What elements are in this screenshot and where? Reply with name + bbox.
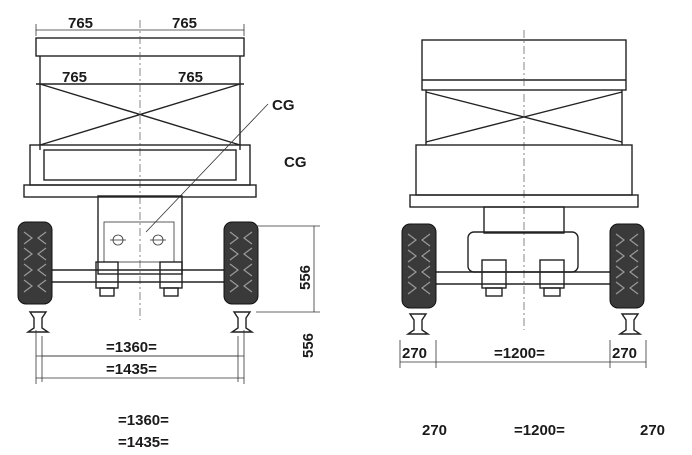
- right-rail-right-view: [617, 313, 643, 335]
- offset-right-label: 270: [640, 422, 666, 439]
- offset-left-drawing: 270: [402, 345, 427, 362]
- offset-left-label: 270: [422, 422, 448, 439]
- left-vehicle-view: 765 765 765 765 CG: [17, 15, 320, 384]
- right-rail: [229, 311, 255, 333]
- left-wheel: [17, 221, 53, 305]
- right-wheel: [223, 221, 259, 305]
- center-gauge-drawing: =1200=: [494, 345, 545, 362]
- cg-label-drawing: CG: [272, 97, 295, 114]
- height-label: 556: [300, 332, 317, 358]
- center-bogie-right: [467, 231, 579, 273]
- inner-dim-left: 765: [62, 69, 87, 86]
- track-gauge-drawing: =1435=: [106, 361, 157, 378]
- inner-dim-right: 765: [178, 69, 203, 86]
- left-rail: [25, 311, 51, 333]
- offset-right-drawing: 270: [612, 345, 637, 362]
- top-dim-left: 765: [68, 15, 93, 32]
- inner-gauge-label: =1360=: [118, 412, 169, 429]
- height-dim-drawing: 556: [297, 265, 314, 290]
- center-gauge-label: =1200=: [514, 422, 565, 439]
- left-rail-right-view: [405, 313, 431, 335]
- cg-leader-line: [145, 103, 269, 233]
- right-wheel-right-view: [609, 223, 645, 309]
- top-dim-right: 765: [172, 15, 197, 32]
- inner-gauge-drawing: =1360=: [106, 339, 157, 356]
- left-wheel-right-view: [401, 223, 437, 309]
- track-gauge-label: =1435=: [118, 434, 169, 451]
- center-bogie: [97, 195, 183, 275]
- right-vehicle-view: 270 =1200= 270: [399, 30, 647, 368]
- cg-label: CG: [284, 154, 307, 171]
